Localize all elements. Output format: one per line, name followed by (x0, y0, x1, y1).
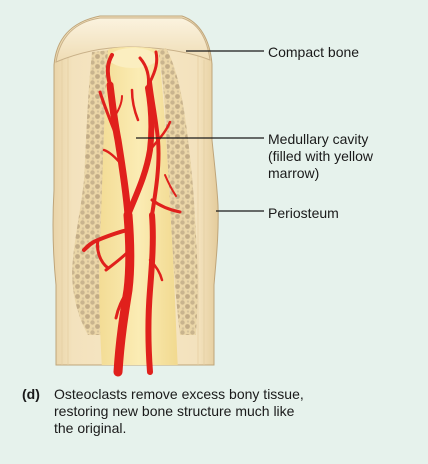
label-periosteum: Periosteum (268, 205, 339, 221)
bone-illustration (52, 15, 264, 377)
caption-marker: (d) (22, 386, 40, 402)
label-medullary-cavity-line-2: (filled with yellow (268, 148, 374, 164)
blood-vessels (82, 50, 182, 377)
label-medullary-cavity: Medullary cavity (filled with yellow mar… (268, 131, 423, 182)
compact-bone-top (55, 17, 211, 63)
caption-line-3: the original. (54, 420, 127, 436)
label-compact-bone: Compact bone (268, 44, 360, 60)
label-medullary-cavity-line-3: marrow) (268, 165, 320, 181)
caption-line-2: restoring new bone structure much like (54, 403, 295, 419)
label-medullary-cavity-line-1: Medullary cavity (268, 131, 369, 147)
caption-text: Osteoclasts remove excess bony tissue, r… (54, 386, 414, 437)
caption-line-1: Osteoclasts remove excess bony tissue, (54, 386, 304, 402)
leader-lines (136, 50, 264, 212)
spongy-bone (72, 48, 198, 335)
